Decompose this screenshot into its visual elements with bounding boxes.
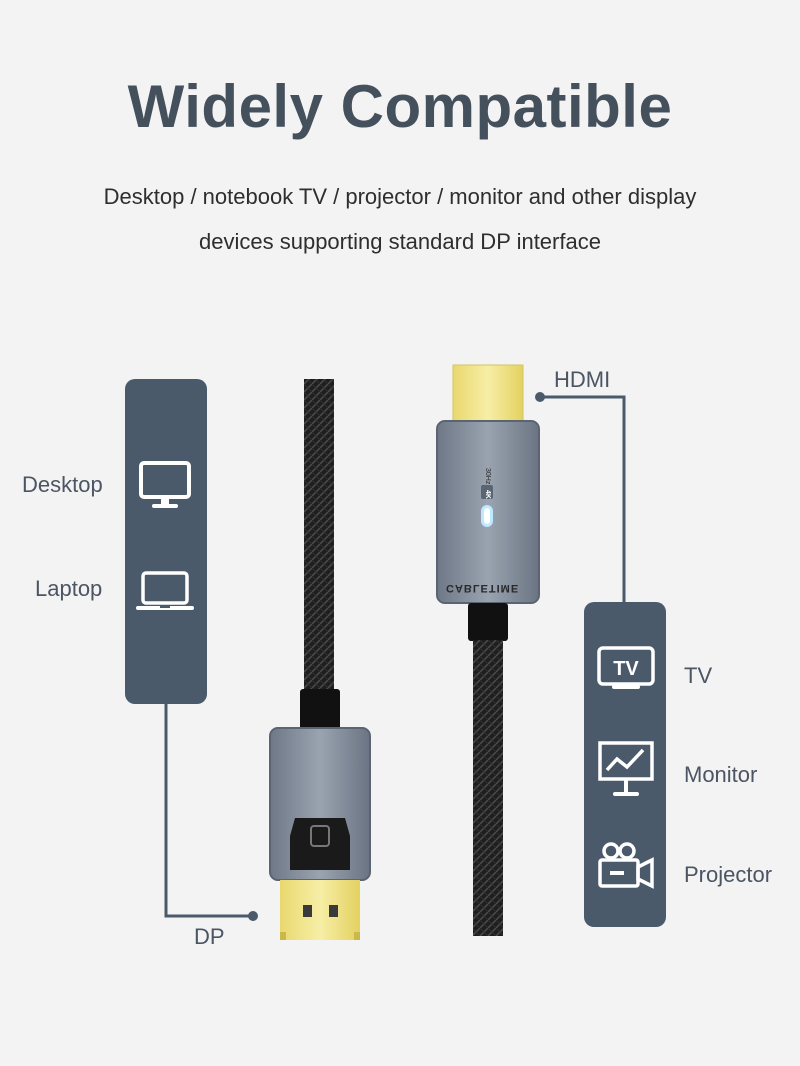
- tv-label: TV: [684, 663, 713, 688]
- desktop-monitor-icon: [139, 461, 191, 508]
- projector-camera-icon: [598, 842, 654, 889]
- subtitle-line-2: devices supporting standard DP interface: [199, 229, 601, 254]
- hdmi-cable: 30Hz 4K CABLETIME: [436, 364, 540, 936]
- monitor-chart-icon: [598, 741, 654, 796]
- spec-rate-text: 30Hz: [484, 468, 491, 485]
- dp-label: DP: [194, 924, 225, 949]
- projector-label: Projector: [684, 862, 773, 887]
- hdmi-label: HDMI: [554, 367, 611, 392]
- dp-connector-line: [164, 704, 258, 921]
- brand-text: CABLETIME: [446, 582, 519, 594]
- subtitle-line-1: Desktop / notebook TV / projector / moni…: [103, 184, 697, 209]
- page-title: Widely Compatible: [127, 73, 673, 140]
- tv-icon-text: TV: [613, 658, 639, 680]
- laptop-icon: [136, 571, 194, 610]
- laptop-label: Laptop: [35, 576, 103, 601]
- desktop-label: Desktop: [22, 472, 103, 497]
- tv-icon: TV: [597, 646, 655, 689]
- spec-badge-text: 4K: [484, 490, 491, 499]
- source-devices-panel: [125, 379, 207, 704]
- hdmi-connector-line: [535, 392, 626, 602]
- monitor-label: Monitor: [684, 762, 758, 787]
- dp-cable: [269, 379, 371, 940]
